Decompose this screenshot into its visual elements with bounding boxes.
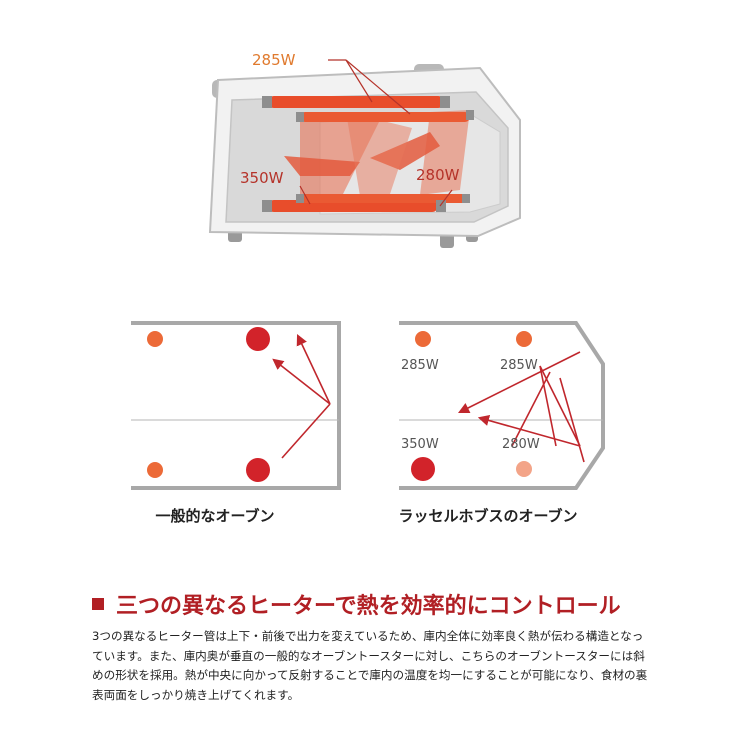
callout-line — [439, 189, 453, 207]
section-title: 三つの異なるヒーターで熱を効率的にコントロール — [116, 594, 621, 619]
russell-oven-diagram: 285W 285W 350W 280W ラッセルホブスのオーブン — [398, 321, 605, 525]
heater-dot — [415, 331, 431, 347]
heater-label-top-left: 285W — [401, 358, 439, 373]
heading-square-icon — [92, 598, 104, 610]
heater-cap — [296, 194, 304, 203]
section-heading: 三つの異なるヒーターで熱を効率的にコントロール — [92, 588, 621, 620]
heater-dot — [246, 458, 270, 482]
heater-cap — [466, 110, 474, 120]
heater-label-bottom-left: 350W — [240, 169, 284, 187]
oven-outline — [131, 321, 341, 490]
reflection-line — [281, 403, 331, 459]
oven-illustration: 285W 350W 280W — [208, 51, 521, 248]
heater-cap — [262, 96, 272, 108]
heat-beam — [346, 112, 412, 196]
heater-cap — [462, 194, 470, 203]
general-oven-caption: 一般的なオーブン — [155, 507, 274, 525]
heater-label-top-right: 285W — [500, 358, 538, 373]
heater-dot — [516, 461, 532, 477]
callout-line — [345, 59, 411, 115]
heater-label-bottom-left: 350W — [401, 437, 439, 452]
heater-cap — [262, 200, 272, 212]
heater-bottom-back — [300, 194, 466, 203]
heater-dot — [516, 331, 532, 347]
heater-label-bottom-right: 280W — [416, 166, 460, 184]
heater-top-back — [300, 112, 470, 122]
heater-dot — [147, 331, 163, 347]
russell-oven-caption: ラッセルホブスのオーブン — [398, 507, 577, 525]
heater-cap — [440, 96, 450, 108]
reflection-arrow — [457, 351, 581, 414]
heater-label-top: 285W — [252, 51, 296, 69]
heater-cap — [436, 200, 446, 212]
callout-line — [299, 185, 311, 205]
section-body: 3つの異なるヒーター管は上下・前後で出力を変えているため、庫内全体に効率良く熱が… — [92, 629, 648, 702]
heater-top-front — [268, 96, 444, 108]
reflection-arrow — [296, 333, 331, 405]
callout-line — [345, 59, 373, 103]
reflection-arrow — [477, 415, 581, 447]
heat-arrow — [284, 156, 360, 176]
heater-dot — [147, 462, 163, 478]
general-oven-diagram: 一般的なオーブン — [131, 321, 341, 525]
reflection-line — [539, 365, 557, 447]
oven-outline — [399, 321, 605, 490]
heater-cap — [296, 112, 304, 122]
heat-beam — [420, 110, 470, 195]
reflection-line — [559, 377, 585, 463]
heater-label-bottom-right: 280W — [502, 437, 540, 452]
heater-dot — [246, 327, 270, 351]
reflection-arrow — [272, 358, 331, 405]
heater-dot — [411, 457, 435, 481]
